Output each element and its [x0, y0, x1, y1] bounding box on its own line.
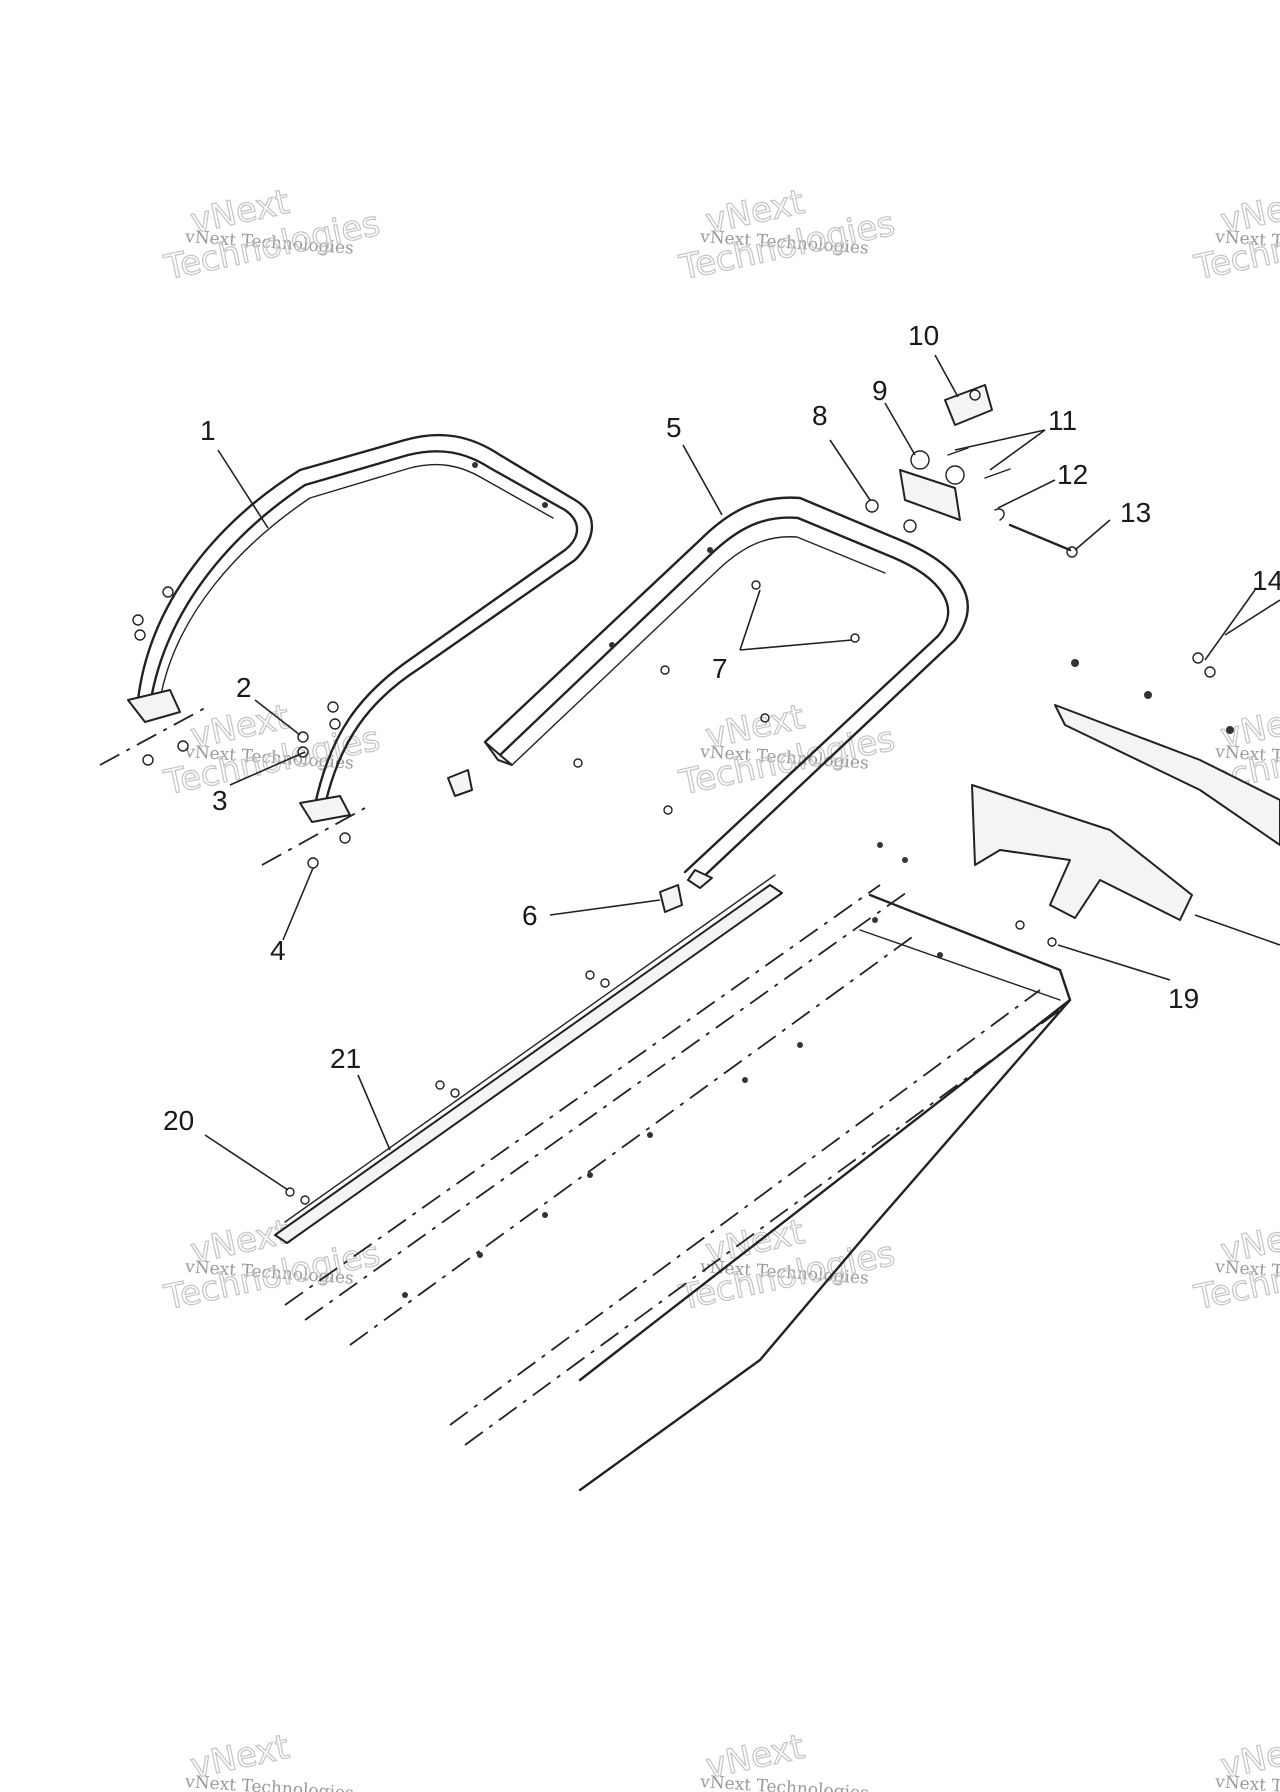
watermark: vNext vNext Technologies — [184, 1726, 355, 1792]
watermark: vNext vNext Technologies Technologies — [675, 1211, 899, 1319]
watermark-line: vNext Technologies — [699, 1772, 870, 1792]
watermark: vNext vNext Technologies Technologies — [1190, 181, 1280, 289]
callout-20: 20 — [163, 1105, 194, 1136]
hinge-assembly — [865, 384, 1078, 558]
callout-12: 12 — [1057, 459, 1088, 490]
part-4-bolt — [307, 857, 319, 869]
callout-13: 13 — [1120, 497, 1151, 528]
rear-brackets — [971, 652, 1280, 921]
part-8-nut — [865, 499, 879, 513]
callout-6: 6 — [522, 900, 538, 931]
callout-14: 14 — [1252, 565, 1280, 596]
callout-19: 19 — [1168, 983, 1199, 1014]
leader-lines — [204, 354, 1280, 1191]
part-1-rear-hoop — [127, 433, 594, 823]
callout-10: 10 — [908, 320, 939, 351]
part-5-front-hoop — [483, 496, 969, 889]
callout-1: 1 — [200, 415, 216, 446]
callout-5: 5 — [666, 412, 682, 443]
tunnel-deck — [284, 842, 1072, 1492]
callout-3: 3 — [212, 785, 228, 816]
part-9-hinge — [899, 469, 961, 521]
part-2-nut — [297, 731, 309, 743]
part-11-bolt — [947, 447, 969, 456]
callout-2: 2 — [236, 672, 252, 703]
watermark-line: vNext Technologies — [184, 1772, 355, 1792]
part-12-clip — [994, 508, 1005, 521]
watermark: vNext vNext Technologies Technologies — [675, 696, 899, 804]
callout-11: 11 — [1048, 405, 1077, 436]
watermark: vNext vNext Technologies Technologies — [160, 181, 384, 289]
callout-7: 7 — [712, 653, 728, 684]
part-3-washer — [297, 746, 309, 758]
part-6-bumper — [447, 769, 473, 797]
watermark: vNext vNext Technologies — [1214, 1726, 1280, 1792]
part-21-rail — [274, 874, 783, 1244]
part-7-screw — [751, 580, 761, 590]
part-10-clip — [944, 384, 993, 426]
watermarks: vNext vNext Technologies Technologies vN… — [160, 181, 1280, 1792]
watermark: vNext vNext Technologies Technologies — [675, 181, 899, 289]
watermark: vNext vNext Technologies — [699, 1726, 870, 1792]
callout-8: 8 — [812, 400, 828, 431]
watermark-line: vNext Technologies — [1214, 1772, 1280, 1792]
callout-9: 9 — [872, 375, 888, 406]
part-1-hardware — [99, 586, 366, 866]
callout-21: 21 — [330, 1043, 361, 1074]
callout-4: 4 — [270, 935, 286, 966]
callouts: 1 2 3 4 5 6 7 8 9 10 11 12 13 14 19 20 2… — [163, 320, 1280, 1136]
part-13-pin — [1008, 523, 1072, 552]
watermark: vNext vNext Technologies Technologies — [1190, 1211, 1280, 1319]
watermark: vNext vNext Technologies Technologies — [160, 1211, 384, 1319]
